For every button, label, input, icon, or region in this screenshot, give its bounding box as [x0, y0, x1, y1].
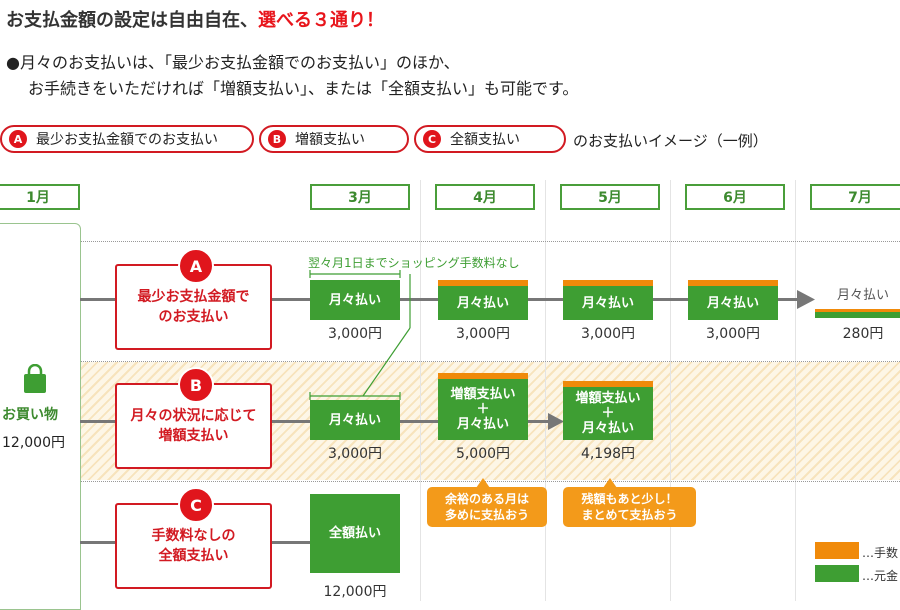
option-badge-a: A: [9, 130, 27, 148]
payment-amount: 3,000円: [455, 326, 511, 342]
row-b-badge: B: [178, 367, 214, 403]
column-divider: [420, 180, 421, 601]
option-pill-b: B 増額支払い: [259, 125, 409, 153]
payment-box: 全額払い: [310, 494, 400, 573]
principal-bar: [815, 312, 900, 318]
payment-label: 月々払い: [836, 288, 889, 303]
title-highlight: 選べる３通り！: [258, 10, 384, 31]
legend-label-fee: …手数: [862, 546, 899, 560]
payment-amount: 3,000円: [327, 326, 383, 342]
month-header-4: 4月: [435, 184, 535, 210]
row-separator: [80, 361, 900, 362]
legend-label-principal: …元金: [862, 569, 899, 583]
page-title: お支払金額の設定は自由自在、選べる３通り！: [6, 6, 384, 32]
option-label-a: 最少お支払金額でのお支払い: [36, 132, 218, 148]
payment-amount: 4,198円: [580, 446, 636, 462]
shopping-bag-icon: [24, 364, 46, 393]
month-header-6: 6月: [685, 184, 785, 210]
payment-amount: 12,000円: [323, 584, 387, 600]
arrow-right-icon: [548, 413, 564, 430]
callout-extra-payment: 余裕のある月は 多めに支払おう: [427, 487, 547, 527]
column-divider: [795, 180, 796, 601]
callout-pointer: [603, 478, 617, 488]
title-main: お支払金額の設定は自由自在、: [6, 10, 258, 31]
payment-box: 月々払い: [310, 400, 400, 440]
option-pill-a: A 最少お支払金額でのお支払い: [0, 125, 254, 153]
payment-amount: 5,000円: [455, 446, 511, 462]
payment-box: 増額支払い ＋ 月々払い: [438, 373, 528, 440]
option-pill-c: C 全額支払い: [414, 125, 566, 153]
payment-amount: 3,000円: [327, 446, 383, 462]
arrow-right-icon: [797, 290, 815, 309]
purchase-amount: 12,000円: [2, 435, 65, 451]
row-a-title: 最少お支払金額で のお支払い: [115, 264, 272, 350]
payment-box: 月々払い: [438, 280, 528, 320]
payment-box: 月々払い: [563, 280, 653, 320]
option-badge-c: C: [423, 130, 441, 148]
month-header-5: 5月: [560, 184, 660, 210]
payment-amount: 3,000円: [705, 326, 761, 342]
purchase-panel: [0, 223, 81, 610]
fee-free-note: 翌々月1日までショッピング手数料なし: [308, 256, 520, 270]
option-label-b: 増額支払い: [295, 132, 365, 148]
column-divider: [545, 180, 546, 601]
payment-amount: 3,000円: [580, 326, 636, 342]
options-suffix: のお支払いイメージ（一例）: [573, 132, 768, 150]
option-label-c: 全額支払い: [450, 132, 520, 148]
callout-pointer: [476, 478, 490, 488]
note-bracket-lines: [309, 270, 411, 400]
option-badge-b: B: [268, 130, 286, 148]
payment-box: 月々払い: [688, 280, 778, 320]
payment-box: 増額支払い ＋ 月々払い: [563, 381, 653, 440]
callout-final-payment: 残額もあと少し！ まとめて支払おう: [563, 487, 696, 527]
payment-box: 月々払い: [310, 280, 400, 320]
row-c-badge: C: [178, 487, 214, 523]
description-line-2: お手続きをいただければ「増額支払い」、または「全額支払い」も可能です。: [28, 79, 579, 98]
description-line-1: ●月々のお支払いは、「最少お支払金額でのお支払い」のほか、: [6, 53, 460, 72]
column-divider: [670, 180, 671, 601]
fee-bar: [815, 309, 900, 312]
payment-amount: 280円: [842, 326, 884, 342]
month-header-7: 7月: [810, 184, 900, 210]
month-header-1: 1月: [0, 184, 80, 210]
row-separator: [80, 241, 900, 242]
legend-swatch-fee: [815, 542, 859, 559]
description: ●月々のお支払いは、「最少お支払金額でのお支払い」のほか、 お手続きをいただけれ…: [6, 50, 578, 102]
legend-swatch-principal: [815, 565, 859, 582]
month-header-3: 3月: [310, 184, 410, 210]
purchase-label: お買い物: [2, 407, 58, 423]
row-separator: [80, 481, 900, 482]
row-a-badge: A: [178, 248, 214, 284]
